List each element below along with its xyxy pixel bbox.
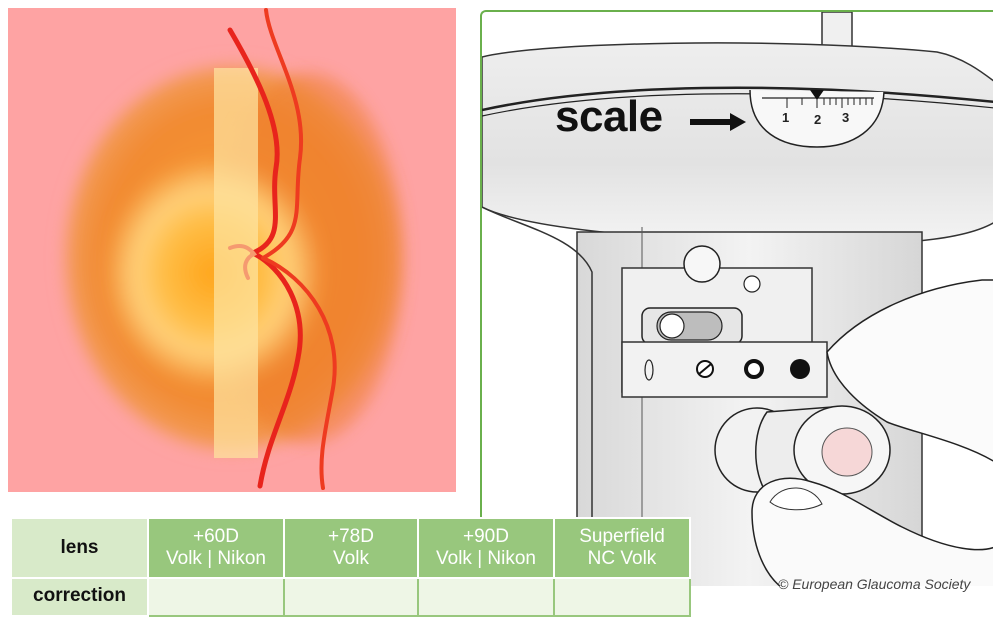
focus-knob-center: [822, 428, 872, 476]
lens-superfield-brand: NC Volk: [555, 548, 689, 570]
lens-78d-brand: Volk: [285, 548, 417, 570]
filter-ring-icon: [746, 361, 762, 377]
correction-cell-superfield: [554, 578, 690, 616]
slit-beam: [214, 68, 258, 458]
correction-cell-60d: [148, 578, 284, 616]
lens-superfield-power: Superfield: [555, 526, 689, 548]
lens-superfield: Superfield NC Volk: [554, 518, 690, 578]
lens-60d: +60D Volk | Nikon: [148, 518, 284, 578]
slider-switch-thumb: [660, 314, 684, 338]
lens-60d-power: +60D: [149, 526, 283, 548]
table-header-row: lens +60D Volk | Nikon +78D Volk +90D Vo…: [11, 518, 690, 578]
lens-90d-power: +90D: [419, 526, 553, 548]
lens-78d: +78D Volk: [284, 518, 418, 578]
row-header-lens: lens: [11, 518, 148, 578]
scale-label: scale: [555, 92, 663, 142]
row-header-correction: correction: [11, 578, 148, 616]
correction-cell-90d: [418, 578, 554, 616]
slit-lamp-illustration-panel: 1 2 3 scale: [480, 10, 993, 586]
filter-solid-icon: [790, 359, 810, 379]
scale-tick-2: 2: [814, 112, 821, 127]
scale-tick-3: 3: [842, 110, 849, 125]
lens-90d-brand: Volk | Nikon: [419, 548, 553, 570]
correction-cell-78d: [284, 578, 418, 616]
optic-disc-illustration: [8, 8, 456, 492]
table-correction-row: correction: [11, 578, 690, 616]
scale-tick-1: 1: [782, 110, 789, 125]
lens-90d: +90D Volk | Nikon: [418, 518, 554, 578]
lens-60d-brand: Volk | Nikon: [149, 548, 283, 570]
lens-78d-power: +78D: [285, 526, 417, 548]
lamp-head-body: [482, 43, 993, 244]
copyright-notice: © European Glaucoma Society: [778, 576, 970, 592]
small-indicator: [744, 276, 760, 292]
round-knob-top: [684, 246, 720, 282]
lens-correction-table: lens +60D Volk | Nikon +78D Volk +90D Vo…: [10, 517, 691, 617]
